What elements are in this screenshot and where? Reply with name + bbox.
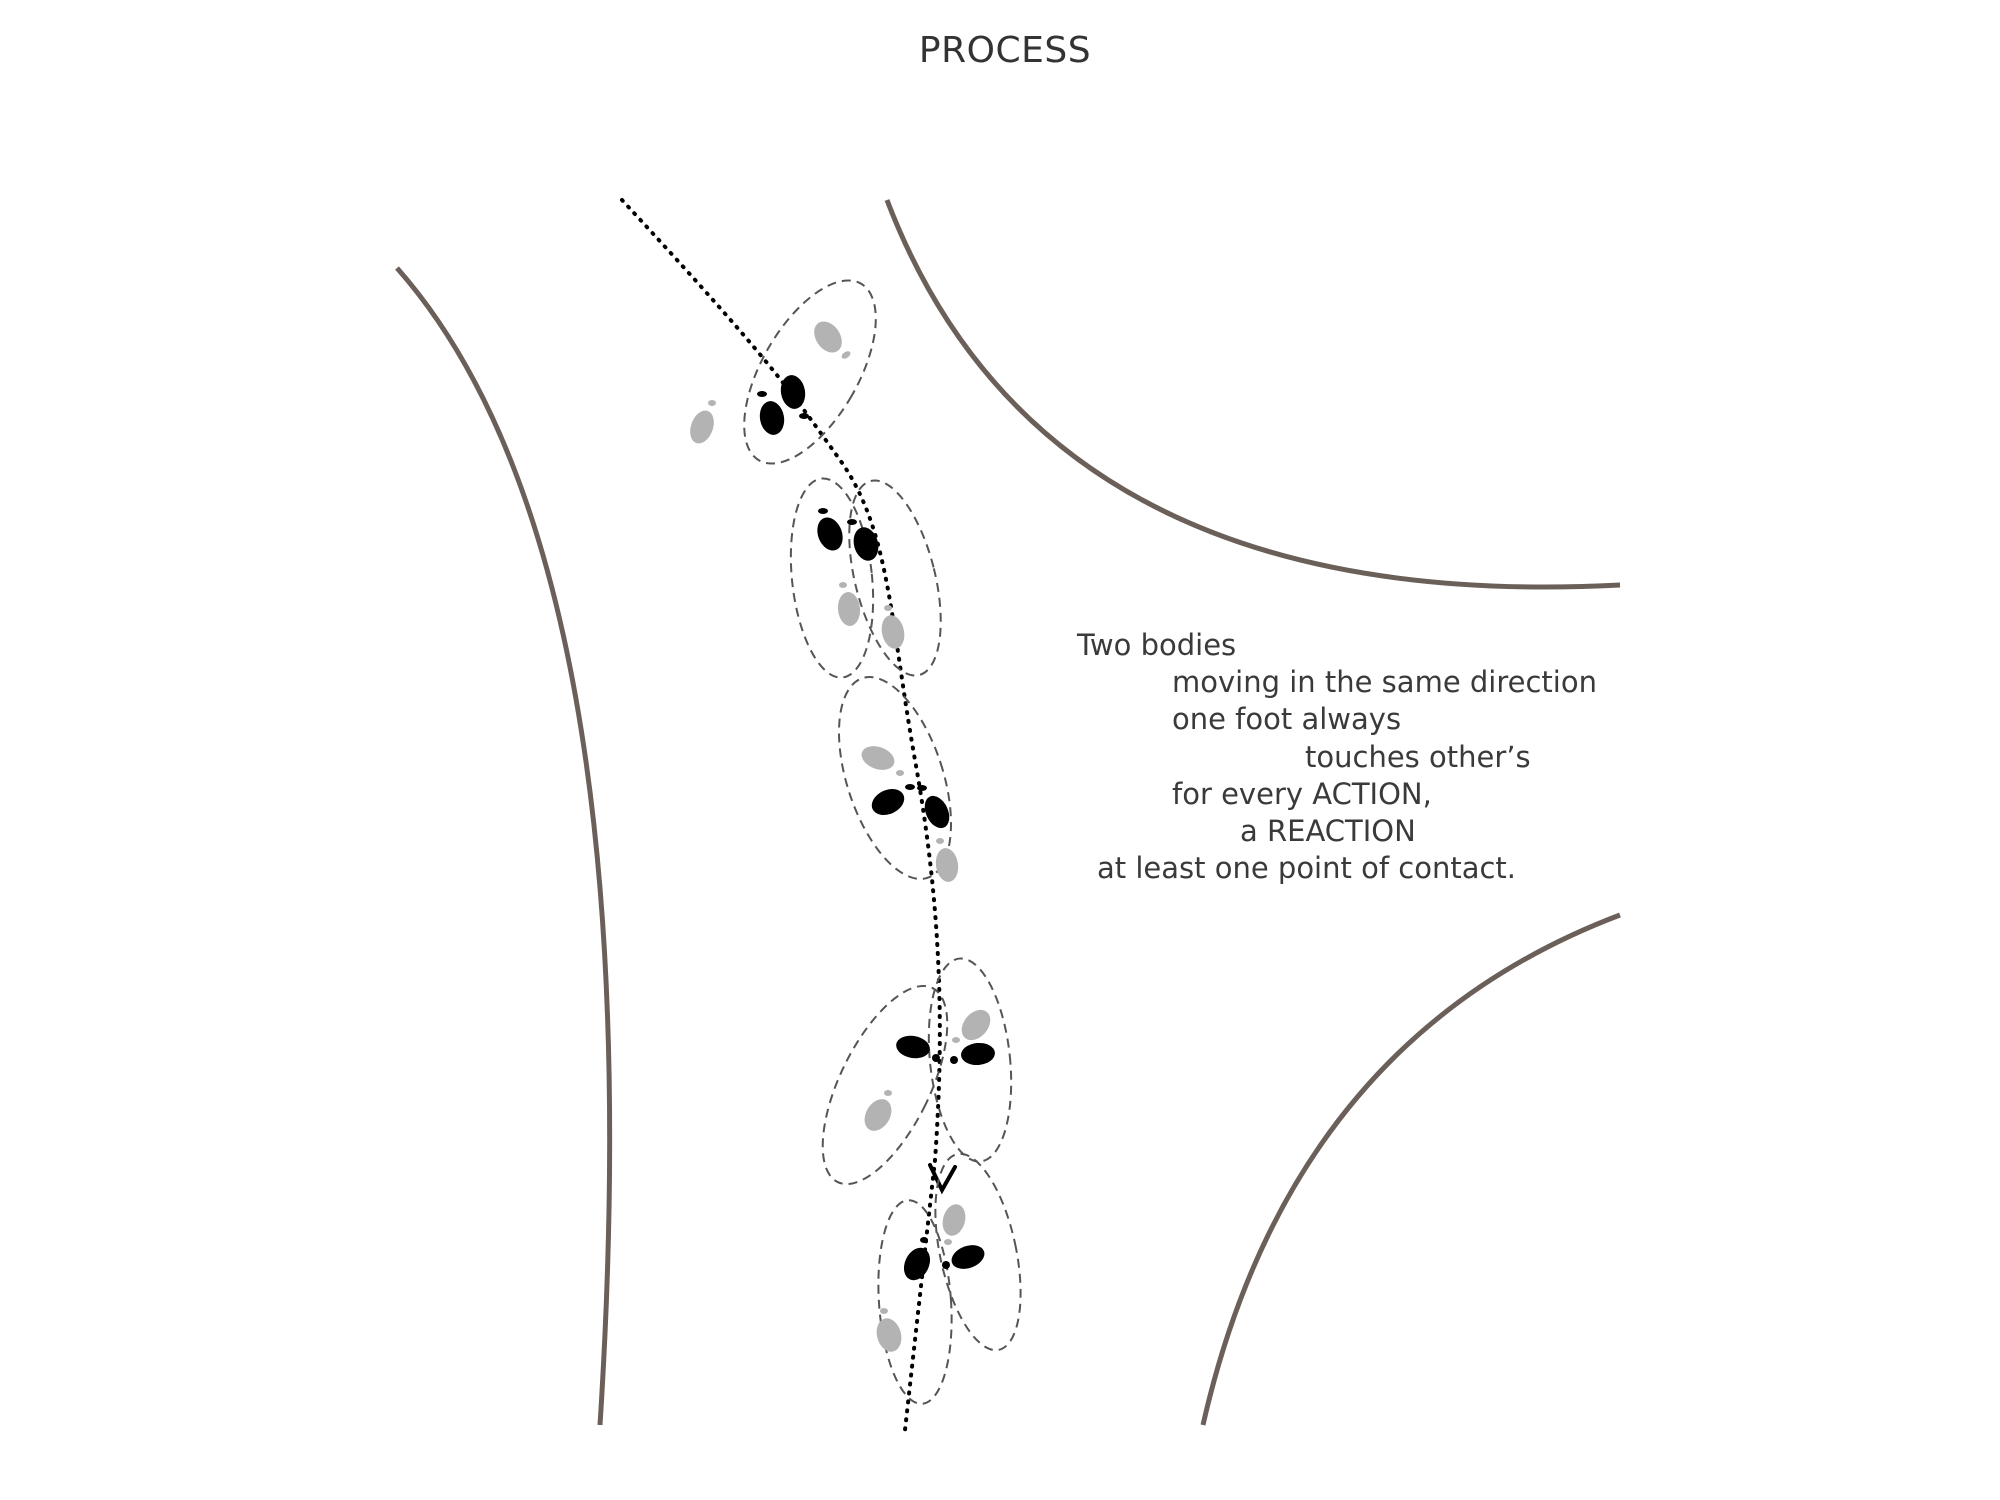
follow-footprint bbox=[837, 592, 861, 626]
follow-footprint bbox=[861, 746, 895, 770]
follow-footprint bbox=[942, 1204, 966, 1236]
upper-right-wall-curve bbox=[884, 199, 1621, 590]
follow-footprint bbox=[876, 1318, 902, 1352]
movement-path bbox=[620, 198, 942, 1432]
contact-ellipse-5a bbox=[877, 1199, 953, 1405]
poem-line-5: for every ACTION, bbox=[1172, 777, 1432, 811]
contact-ellipse-2a bbox=[789, 477, 875, 679]
follow-footprint bbox=[690, 410, 714, 444]
lead-footprint bbox=[817, 517, 843, 551]
poem-line-2: moving in the same direction bbox=[1172, 665, 1597, 699]
lead-footprint bbox=[759, 401, 785, 435]
contact-ellipse-1 bbox=[743, 279, 877, 465]
contact-ellipse-4a bbox=[821, 984, 949, 1186]
lead-footprint bbox=[951, 1245, 985, 1269]
lead-footprint bbox=[780, 375, 806, 409]
lead-footprint bbox=[871, 788, 905, 816]
follow-footprint bbox=[814, 321, 842, 353]
lead-footprint bbox=[853, 527, 879, 561]
contact-ellipse-2b bbox=[848, 479, 942, 677]
follow-footprint bbox=[961, 1009, 991, 1041]
poem-line-4: touches other’s bbox=[1305, 740, 1531, 774]
lead-footprint bbox=[961, 1042, 995, 1066]
direction-arrowhead bbox=[928, 1163, 957, 1195]
page-title: PROCESS bbox=[918, 30, 1092, 71]
left-wall-curve bbox=[395, 266, 613, 1426]
poem-line-1: Two bodies bbox=[1077, 628, 1237, 662]
poem-line-6: a REACTION bbox=[1240, 814, 1416, 848]
follow-footprint bbox=[864, 1099, 892, 1131]
contact-ellipse-3 bbox=[837, 676, 953, 880]
lead-footprint bbox=[903, 1247, 931, 1281]
lead-footprint bbox=[924, 795, 950, 829]
lead-footprint bbox=[896, 1035, 930, 1059]
follow-footprint bbox=[881, 615, 905, 649]
lower-right-wall-curve bbox=[1200, 912, 1621, 1426]
follow-footprint bbox=[935, 848, 959, 882]
poem-line-7: at least one point of contact. bbox=[1097, 851, 1516, 885]
poem-line-3: one foot always bbox=[1172, 702, 1402, 736]
contact-ellipse-5b bbox=[934, 1152, 1022, 1352]
contact-ellipse-4b bbox=[927, 957, 1013, 1163]
